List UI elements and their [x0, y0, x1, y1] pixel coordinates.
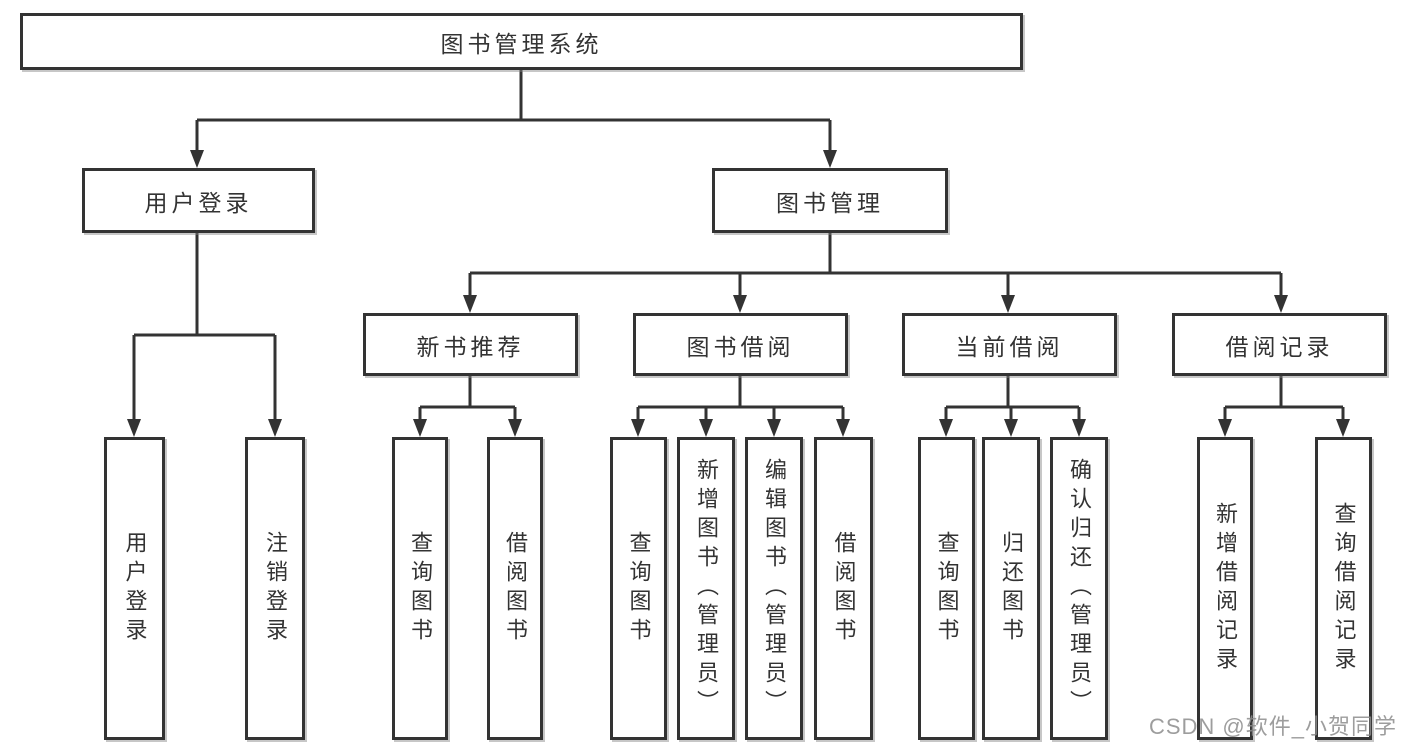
- connector-root-to-level2: [195, 70, 832, 156]
- node-root-label: 图书管理系统: [440, 30, 603, 57]
- node-user-login: 用户登录: [82, 168, 315, 233]
- connector-currentborrow-to-leaves: [944, 376, 1081, 425]
- leaf-cb-query-books: 查询图书: [918, 437, 975, 740]
- arrowhead-leaf-user-login: [127, 419, 141, 437]
- csdn-watermark: CSDN @软件_小贺同学: [1148, 714, 1397, 739]
- leaf-bb-query-books: 查询图书: [610, 437, 667, 740]
- leaf-bb-add-books-admin-label: 新增图书（管理员）: [694, 458, 719, 719]
- arrowhead-user-login: [190, 150, 204, 168]
- connector-bookborrow-to-leaves: [636, 376, 845, 425]
- arrowhead-cb-query: [939, 419, 953, 437]
- leaf-user-login: 用户登录: [104, 437, 165, 740]
- node-borrow-record-label: 借阅记录: [1225, 333, 1334, 360]
- connector-borrowrecord-to-leaves: [1223, 376, 1345, 425]
- leaf-cb-return-books: 归还图书: [982, 437, 1040, 740]
- arrowhead-leaf-logout: [268, 419, 282, 437]
- arrowhead-br-query: [1336, 419, 1350, 437]
- node-user-login-label: 用户登录: [144, 189, 253, 216]
- arrowhead-br-add: [1218, 419, 1232, 437]
- node-new-book-rec-label: 新书推荐: [416, 333, 525, 360]
- node-book-borrow: 图书借阅: [633, 313, 848, 376]
- node-book-borrow-label: 图书借阅: [686, 333, 795, 360]
- leaf-br-query-record-label: 查询借阅记录: [1331, 501, 1357, 676]
- leaf-user-login-label: 用户登录: [122, 530, 148, 647]
- leaf-nbr-query-books: 查询图书: [392, 437, 448, 740]
- leaf-logout: 注销登录: [245, 437, 305, 740]
- arrowhead-bb-query: [631, 419, 645, 437]
- leaf-cb-query-books-label: 查询图书: [934, 530, 960, 647]
- arrowhead-bb-edit: [767, 419, 781, 437]
- arrowhead-bb-borrow: [836, 419, 850, 437]
- node-current-borrow: 当前借阅: [902, 313, 1117, 376]
- leaf-bb-borrow-books-label: 借阅图书: [831, 530, 857, 647]
- arrowhead-nbr-borrow: [508, 419, 522, 437]
- arrowhead-book-borrow: [733, 295, 747, 313]
- leaf-br-add-record: 新增借阅记录: [1197, 437, 1253, 740]
- arrowhead-borrow-record: [1274, 295, 1288, 313]
- leaf-bb-edit-books-admin: 编辑图书（管理员）: [745, 437, 803, 740]
- node-book-mgmt: 图书管理: [712, 168, 948, 233]
- connector-userlogin-to-leaves: [132, 233, 277, 425]
- leaf-cb-confirm-return-admin-label: 确认归还（管理员）: [1067, 458, 1092, 719]
- leaf-nbr-borrow-books-label: 借阅图书: [503, 530, 528, 647]
- node-borrow-record: 借阅记录: [1172, 313, 1387, 376]
- arrowhead-book-mgmt: [823, 150, 837, 168]
- leaf-cb-confirm-return-admin: 确认归还（管理员）: [1050, 437, 1108, 740]
- node-new-book-rec: 新书推荐: [363, 313, 578, 376]
- leaf-cb-return-books-label: 归还图书: [999, 530, 1024, 647]
- connector-bookmgmt-to-level3: [468, 233, 1283, 301]
- leaf-bb-add-books-admin: 新增图书（管理员）: [677, 437, 735, 740]
- leaf-bb-query-books-label: 查询图书: [626, 530, 652, 647]
- node-root: 图书管理系统: [20, 13, 1023, 70]
- arrowhead-new-book-rec: [463, 295, 477, 313]
- leaf-nbr-query-books-label: 查询图书: [408, 530, 433, 647]
- arrowhead-cb-return: [1004, 419, 1018, 437]
- arrowhead-nbr-query: [413, 419, 427, 437]
- leaf-nbr-borrow-books: 借阅图书: [487, 437, 543, 740]
- connector-newbookrec-to-leaves: [418, 376, 517, 425]
- leaf-br-query-record: 查询借阅记录: [1315, 437, 1372, 740]
- node-book-mgmt-label: 图书管理: [776, 189, 884, 216]
- node-current-borrow-label: 当前借阅: [955, 333, 1064, 360]
- arrowhead-bb-add: [699, 419, 713, 437]
- leaf-bb-borrow-books: 借阅图书: [814, 437, 873, 740]
- leaf-br-add-record-label: 新增借阅记录: [1213, 501, 1238, 676]
- arrowhead-cb-confirm: [1072, 419, 1086, 437]
- arrowhead-current-borrow: [1001, 295, 1015, 313]
- leaf-logout-label: 注销登录: [263, 530, 288, 647]
- leaf-bb-edit-books-admin-label: 编辑图书（管理员）: [762, 458, 787, 719]
